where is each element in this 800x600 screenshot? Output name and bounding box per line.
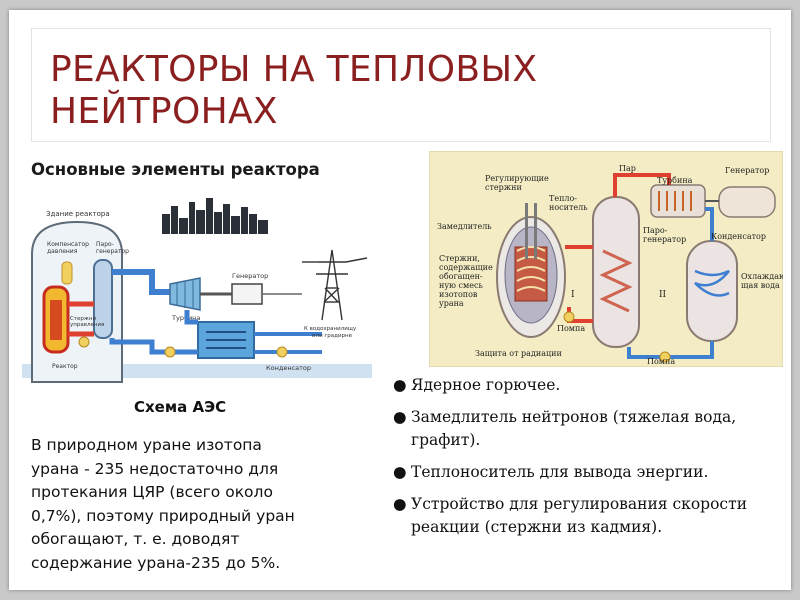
svg-text:Помпа: Помпа <box>557 324 585 333</box>
svg-text:Реактор: Реактор <box>52 363 78 370</box>
uranium-paragraph: В природном уране изотопа урана - 235 не… <box>31 436 295 572</box>
svg-text:управления: управления <box>70 322 104 328</box>
power-pylon-icon <box>302 249 368 321</box>
svg-text:или градирне: или градирне <box>312 333 353 339</box>
steam-generator <box>592 196 640 348</box>
condenser <box>686 240 738 342</box>
svg-text:Защита от радиации: Защита от радиации <box>475 349 562 358</box>
svg-text:Замедлитель: Замедлитель <box>437 222 492 231</box>
generator-icon <box>718 186 776 218</box>
aes-caption: Схема АЭС <box>134 398 227 416</box>
svg-text:носитель: носитель <box>549 203 588 212</box>
svg-text:Пар: Пар <box>619 164 636 173</box>
list-item: ●Замедлитель нейтронов (тяжелая вода, гр… <box>393 408 737 449</box>
svg-text:щая вода: щая вода <box>741 281 780 290</box>
svg-text:давления: давления <box>47 248 78 255</box>
fuel-coil-icon <box>516 246 546 292</box>
svg-text:Регулирующие: Регулирующие <box>485 174 549 183</box>
slide-title: РЕАКТОРЫ НА ТЕПЛОВЫХ НЕЙТРОНАХ <box>50 49 538 132</box>
city-skyline-icon <box>162 198 268 234</box>
svg-text:Генератор: Генератор <box>232 272 268 280</box>
bullet-icon: ● <box>393 408 407 426</box>
condenser-coil-icon <box>694 269 730 297</box>
svg-text:Здание реактора: Здание реактора <box>46 210 110 218</box>
svg-text:Конденсатор: Конденсатор <box>711 232 766 241</box>
title-frame: РЕАКТОРЫ НА ТЕПЛОВЫХ НЕЙТРОНАХ <box>31 28 771 142</box>
sg-coil-icon <box>599 249 633 313</box>
list-item: ●Теплоноситель для вывода энергии. <box>391 461 783 484</box>
aes-scheme-diagram: Здание реактора Компенсатор давления Пар… <box>22 192 372 390</box>
primary-pump <box>563 311 575 323</box>
turbine-icon <box>169 277 201 311</box>
list-item: ●Ядерное горючее. <box>391 374 783 397</box>
svg-text:Стержни: Стержни <box>70 316 96 322</box>
pressure-compensator <box>61 261 73 285</box>
svg-text:Конденсатор: Конденсатор <box>266 364 311 372</box>
svg-text:Генератор: Генератор <box>725 166 769 175</box>
svg-text:Охлаждаю-: Охлаждаю- <box>741 272 783 281</box>
svg-text:К водохранилищу: К водохранилищу <box>304 326 357 332</box>
steam-generator <box>93 259 113 339</box>
svg-text:Помпа: Помпа <box>647 357 675 366</box>
svg-text:урана: урана <box>439 299 464 308</box>
reactor-elements-list: ●Ядерное горючее. ●Замедлитель нейтронов… <box>391 374 783 548</box>
generator-icon <box>231 283 263 305</box>
thermal-reactor-diagram: Пар Турбина Генератор Регулирующие стерж… <box>429 151 783 367</box>
svg-text:содержащие: содержащие <box>439 263 493 272</box>
svg-text:Тепло-: Тепло- <box>549 194 577 203</box>
cooling-pump <box>276 346 288 358</box>
svg-text:генератор: генератор <box>96 248 129 255</box>
svg-text:генератор: генератор <box>643 235 686 244</box>
svg-text:Паро-: Паро- <box>96 241 114 248</box>
secondary-pump <box>659 351 671 363</box>
slide: РЕАКТОРЫ НА ТЕПЛОВЫХ НЕЙТРОНАХ Основные … <box>9 10 791 590</box>
svg-text:Компенсатор: Компенсатор <box>47 241 89 248</box>
svg-text:обогащен-: обогащен- <box>439 272 483 281</box>
primary-pump <box>78 336 90 348</box>
feed-pump <box>164 346 176 358</box>
svg-text:II: II <box>659 290 667 300</box>
bullet-icon: ● <box>393 495 407 513</box>
svg-text:стержни: стержни <box>485 183 522 192</box>
bullet-icon: ● <box>393 376 407 394</box>
list-item: ●Устройство для регулирования скорости р… <box>393 495 748 536</box>
svg-text:Паро-: Паро- <box>643 226 668 235</box>
svg-text:Стержни,: Стержни, <box>439 254 480 263</box>
svg-text:ную смесь: ную смесь <box>439 281 483 290</box>
svg-text:изотопов: изотопов <box>439 290 478 299</box>
bullet-icon: ● <box>393 463 407 481</box>
slide-subtitle: Основные элементы реактора <box>31 160 320 179</box>
svg-text:I: I <box>571 290 575 300</box>
svg-text:Турбина: Турбина <box>657 176 693 185</box>
